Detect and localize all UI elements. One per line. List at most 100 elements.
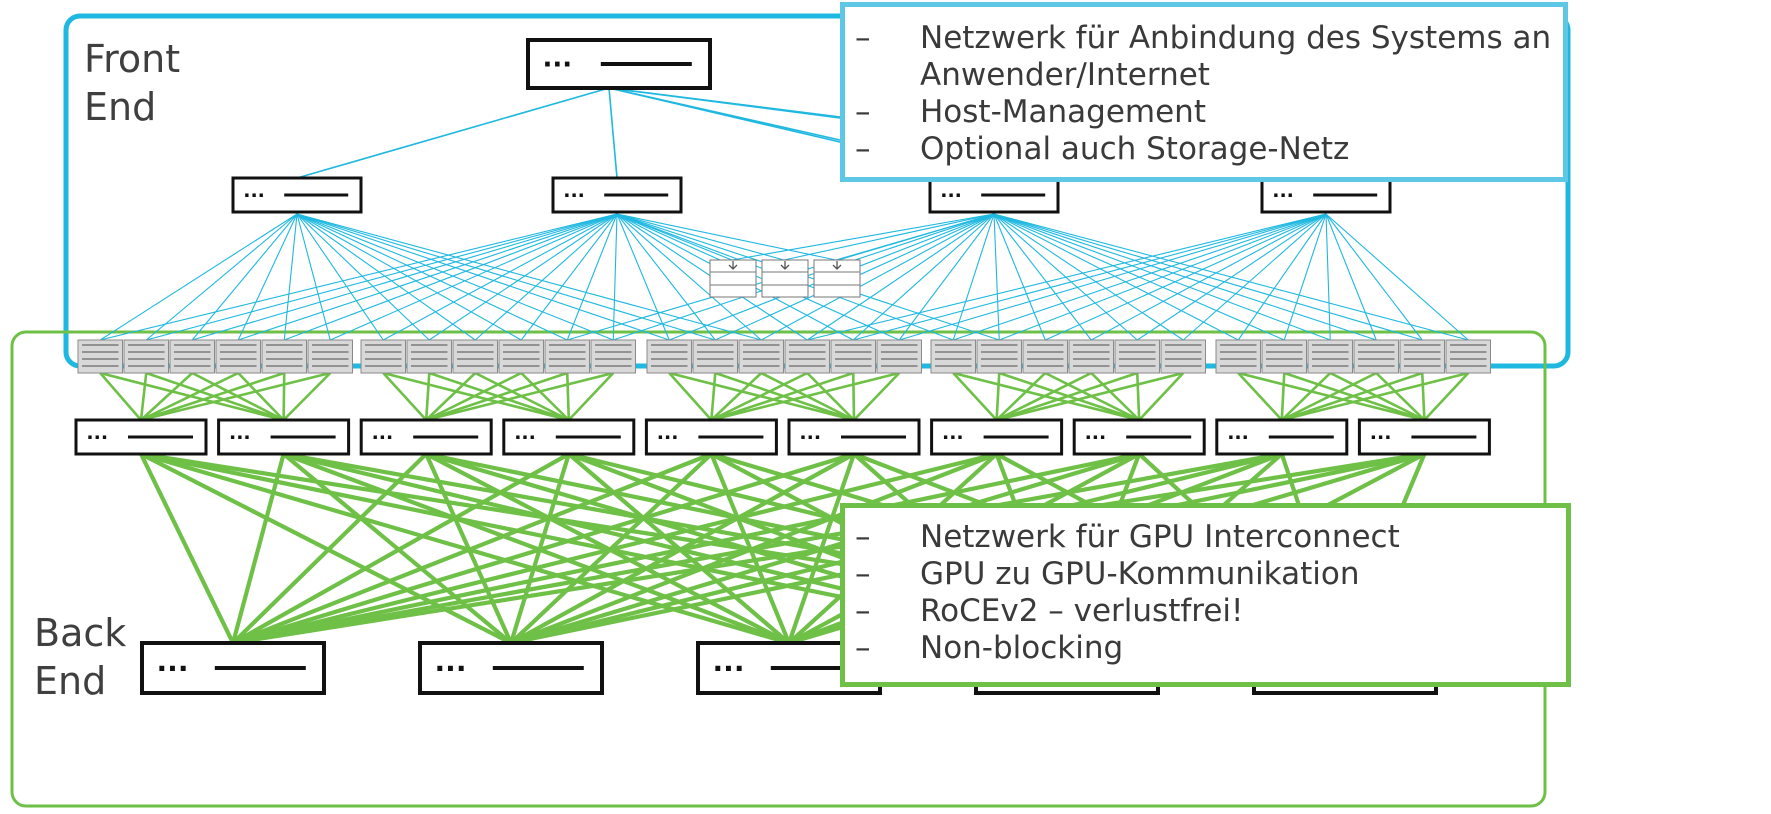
storage-unit bbox=[813, 259, 861, 298]
server-leaf-link bbox=[668, 372, 713, 421]
access-link bbox=[296, 213, 614, 341]
switch-dots: ··· bbox=[1272, 185, 1294, 207]
access-link bbox=[566, 213, 618, 341]
gpu-server bbox=[77, 339, 123, 374]
storage-unit bbox=[709, 259, 757, 298]
server-leaf-link bbox=[140, 371, 285, 422]
gpu-server bbox=[784, 339, 830, 374]
gpu-server bbox=[1399, 339, 1445, 374]
access-link bbox=[1325, 213, 1469, 341]
server-leaf-link bbox=[1281, 371, 1469, 422]
server-leaf-link bbox=[952, 372, 998, 421]
server-leaf-link bbox=[853, 372, 901, 421]
bullet-dash: – bbox=[855, 131, 871, 167]
storage-link bbox=[616, 213, 837, 261]
gpu-server bbox=[1261, 339, 1307, 374]
gpu-server bbox=[307, 339, 353, 374]
core-uplink bbox=[296, 87, 610, 179]
server-leaf-link bbox=[1281, 371, 1423, 422]
bullet-dash: – bbox=[855, 519, 871, 555]
leaf-spine-link bbox=[232, 451, 855, 646]
gpu-server bbox=[452, 339, 498, 374]
server-leaf-link bbox=[1280, 372, 1332, 421]
leaf-switch: ··· bbox=[930, 418, 1064, 456]
gpu-server bbox=[123, 339, 169, 374]
access-link bbox=[296, 213, 331, 341]
access-link bbox=[952, 213, 995, 341]
access-link bbox=[898, 213, 995, 341]
server-leaf-link bbox=[139, 372, 148, 421]
access-link bbox=[807, 213, 1327, 341]
storage-link bbox=[783, 213, 995, 261]
front-end-label: Front End bbox=[84, 35, 180, 131]
gpu-server bbox=[738, 339, 784, 374]
access-link bbox=[146, 213, 618, 341]
access-link bbox=[999, 213, 1327, 341]
access-link bbox=[99, 213, 298, 341]
server-leaf-link bbox=[567, 372, 615, 421]
access-link bbox=[296, 213, 670, 341]
back-end-bullet-item: –Netzwerk für GPU Interconnect bbox=[845, 519, 1566, 556]
access-link bbox=[1045, 213, 1327, 341]
switch-dots: ··· bbox=[229, 427, 251, 449]
gpu-server bbox=[1353, 339, 1399, 374]
storage-link bbox=[731, 213, 995, 261]
switch-dots: ··· bbox=[157, 652, 189, 685]
access-link bbox=[428, 213, 618, 341]
gpu-server bbox=[1445, 339, 1491, 374]
access-link bbox=[330, 213, 618, 341]
server-leaf-link bbox=[1375, 372, 1426, 421]
gpu-server bbox=[876, 339, 922, 374]
storage-arrow-icon bbox=[728, 261, 738, 270]
server-leaf-link bbox=[282, 372, 286, 421]
access-link bbox=[993, 213, 1239, 341]
server-leaf-link bbox=[995, 372, 1047, 421]
access-link bbox=[993, 213, 1000, 341]
server-leaf-link bbox=[851, 372, 856, 421]
access-link bbox=[520, 213, 618, 341]
server-leaf-link bbox=[425, 371, 614, 422]
switch-dots: ··· bbox=[86, 427, 108, 449]
access-link bbox=[1136, 213, 1327, 341]
server-leaf-link bbox=[711, 371, 900, 422]
gpu-server bbox=[692, 339, 738, 374]
storage-link bbox=[835, 213, 995, 261]
server-leaf-link bbox=[237, 372, 285, 421]
bullet-dash: – bbox=[855, 630, 871, 666]
storage-unit bbox=[761, 259, 809, 298]
server-leaf-link bbox=[99, 372, 142, 421]
server-leaf-link bbox=[1423, 372, 1470, 421]
server-leaf-link bbox=[424, 372, 431, 421]
switch-dots: ··· bbox=[543, 50, 573, 80]
access-link bbox=[806, 213, 995, 341]
gpu-server bbox=[1215, 339, 1261, 374]
switch-dots: ··· bbox=[435, 652, 467, 685]
server-leaf-link bbox=[1281, 371, 1377, 422]
access-link bbox=[616, 213, 670, 341]
leaf-spine-link bbox=[232, 451, 998, 646]
leaf-switch: ··· bbox=[1357, 418, 1491, 456]
access-link bbox=[296, 213, 476, 341]
switch-dots: ··· bbox=[372, 427, 394, 449]
gpu-server bbox=[646, 339, 692, 374]
access-link bbox=[191, 213, 298, 341]
back-end-bullet-item: –Non-blocking bbox=[845, 630, 1566, 667]
storage-link bbox=[616, 213, 733, 261]
leaf-switch: ··· bbox=[1215, 418, 1349, 456]
gpu-server bbox=[406, 339, 452, 374]
access-link bbox=[237, 213, 298, 341]
server-leaf-link bbox=[140, 371, 239, 422]
server-leaf-link bbox=[995, 372, 1001, 421]
front-end-callout: – Netzwerk für Anbindung des Systems an A… bbox=[840, 2, 1568, 182]
front-end-bullet-item-text: Host-Management bbox=[920, 94, 1206, 130]
switch-dots: ··· bbox=[514, 427, 536, 449]
access-link bbox=[1283, 213, 1327, 341]
leaf-switch: ··· bbox=[502, 418, 636, 456]
front-end-bullet-item-text: Optional auch Storage-Netz bbox=[920, 131, 1350, 167]
gpu-server bbox=[1068, 339, 1114, 374]
leaf-switch: ··· bbox=[359, 418, 493, 456]
front-end-bullet-item-text: Netzwerk für Anbindung des Systems an An… bbox=[920, 20, 1552, 93]
server-leaf-link bbox=[996, 371, 1092, 422]
access-link bbox=[192, 213, 618, 341]
switch-dots: ··· bbox=[657, 427, 679, 449]
